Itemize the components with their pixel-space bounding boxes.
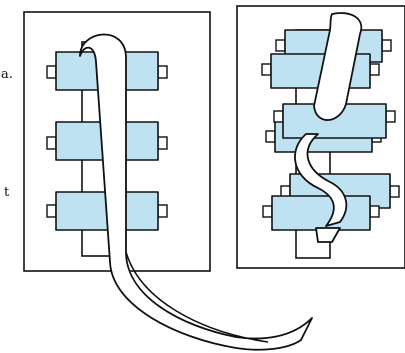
right-roller-6-right-nub [369, 205, 380, 218]
right-roller-1-left-nub [275, 39, 286, 52]
left-strip-fold-line [125, 251, 269, 343]
right-roller-2-left-nub [261, 63, 272, 76]
right-roller-3-left-nub [265, 130, 276, 143]
left-front-strip [79, 33, 313, 351]
right-woven-strip-middle [294, 133, 348, 227]
left-roller-1-left-nub [46, 65, 57, 79]
right-roller-6-left-nub [262, 205, 273, 218]
edge-text-top: a. [1, 67, 13, 82]
right-roller-6-body [271, 195, 371, 231]
left-roller-2-left-nub [46, 136, 57, 150]
right-roller-6 [262, 195, 380, 231]
right-roller-4-right-nub [385, 110, 396, 123]
right-woven-strip-top [313, 12, 363, 121]
right-panel [236, 5, 405, 269]
left-roller-3-left-nub [46, 204, 57, 218]
edge-text-bottom: t [4, 185, 10, 200]
right-roller-5-right-nub [389, 185, 400, 198]
right-roller-2-right-nub [369, 63, 380, 76]
right-woven-strip-bottom [315, 227, 341, 243]
left-panel [23, 11, 313, 351]
right-roller-4-left-nub [273, 110, 284, 123]
left-roller-1-right-nub [157, 65, 168, 79]
left-roller-2-right-nub [157, 136, 168, 150]
right-roller-1-right-nub [381, 39, 392, 52]
left-roller-3-right-nub [157, 204, 168, 218]
